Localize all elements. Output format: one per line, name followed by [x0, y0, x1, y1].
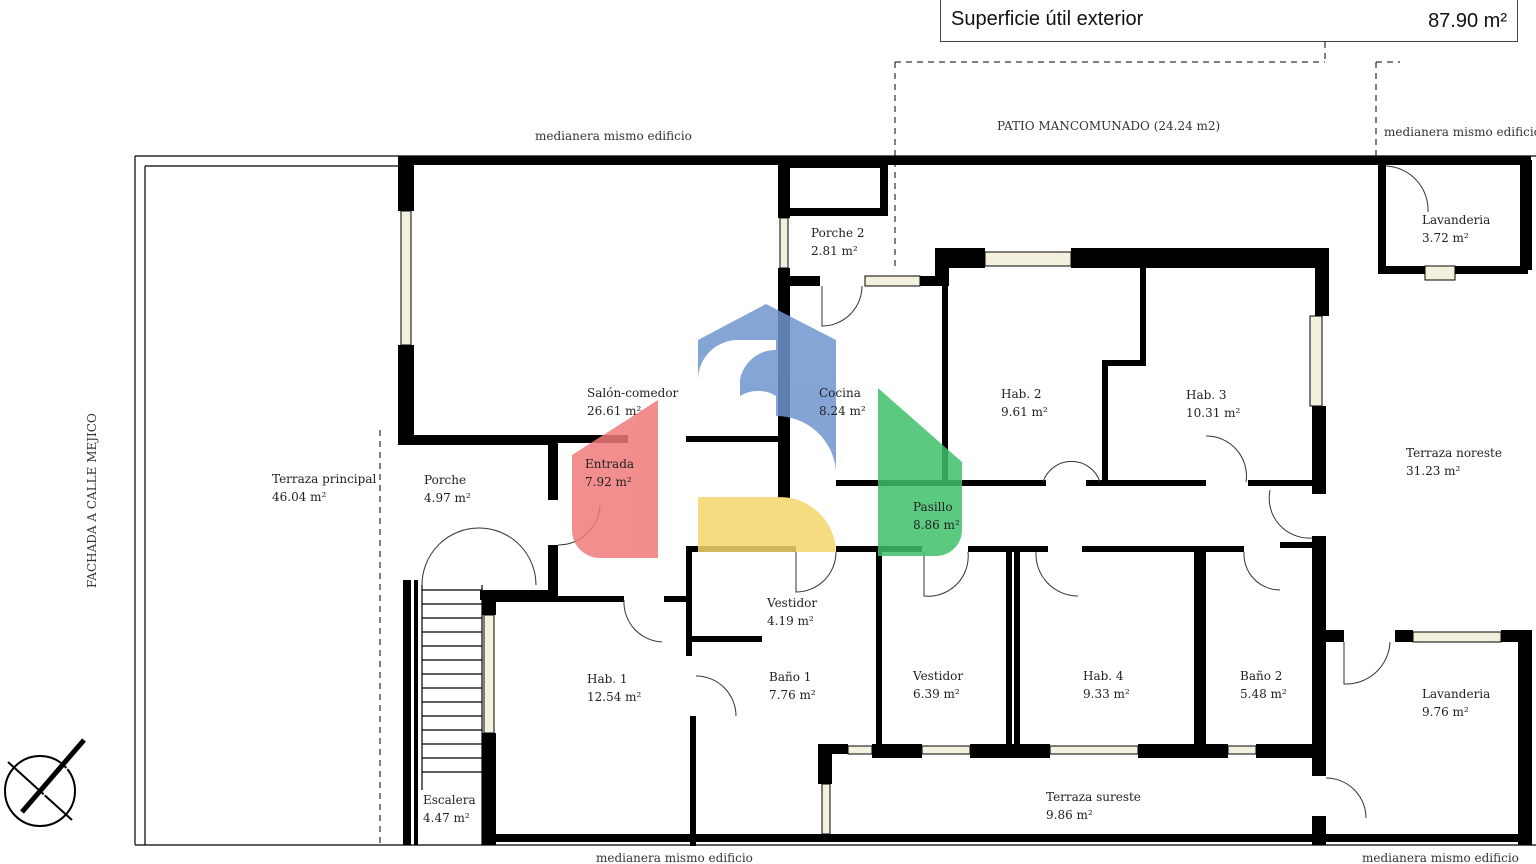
room-bano1-area: 7.76 m²	[769, 688, 816, 702]
room-hab4-area: 9.33 m²	[1083, 687, 1130, 701]
room-entrada-name: Entrada	[585, 457, 634, 471]
room-hab3-area: 10.31 m²	[1186, 406, 1241, 420]
watermark-logo	[572, 304, 962, 558]
room-hab2-area: 9.61 m²	[1001, 405, 1048, 419]
room-bano2-name: Baño 2	[1240, 669, 1282, 683]
room-vestidor2-area: 6.39 m²	[913, 687, 960, 701]
note-fachada: FACHADA A CALLE MEJICO	[85, 413, 99, 588]
summary-box: Superficie útil exterior 87.90 m²	[940, 0, 1518, 42]
logo-yellow-shape	[698, 497, 836, 552]
room-terraza-sureste-name: Terraza sureste	[1046, 790, 1141, 804]
room-hab2-name: Hab. 2	[1001, 387, 1042, 401]
room-entrada-area: 7.92 m²	[585, 475, 632, 489]
room-lavanderia1-area: 3.72 m²	[1422, 231, 1469, 245]
room-bano1-name: Baño 1	[769, 670, 811, 684]
room-porche2-area: 2.81 m²	[811, 244, 858, 258]
room-hab1-area: 12.54 m²	[587, 690, 642, 704]
room-vestidor1-name: Vestidor	[766, 596, 817, 610]
room-porche-name: Porche	[424, 473, 466, 487]
room-salon-name: Salón-comedor	[587, 386, 679, 400]
summary-value: 87.90 m²	[1428, 10, 1507, 32]
room-lavanderia2-area: 9.76 m²	[1422, 705, 1469, 719]
note-medianera-bottom-right: medianera mismo edificio	[1362, 851, 1519, 864]
room-lavanderia1-name: Lavanderia	[1422, 213, 1490, 227]
room-terraza-sureste-area: 9.86 m²	[1046, 808, 1093, 822]
staircase	[421, 527, 537, 845]
room-porche-area: 4.97 m²	[424, 491, 471, 505]
room-vestidor1-area: 4.19 m²	[767, 614, 814, 628]
room-terraza-noreste-area: 31.23 m²	[1406, 464, 1461, 478]
summary-label: Superficie útil exterior	[951, 8, 1144, 30]
compass-icon	[4, 738, 89, 827]
room-hab3-name: Hab. 3	[1186, 388, 1227, 402]
room-hab1-name: Hab. 1	[587, 672, 628, 686]
room-vestidor2-name: Vestidor	[912, 669, 963, 683]
room-terraza-noreste-name: Terraza noreste	[1406, 446, 1502, 460]
logo-blue-shape	[697, 304, 836, 470]
room-salon-area: 26.61 m²	[587, 404, 642, 418]
note-medianera-top-right: medianera mismo edificio	[1384, 125, 1536, 139]
room-cocina-name: Cocina	[819, 386, 861, 400]
room-pasillo-area: 8.86 m²	[913, 518, 960, 532]
room-terraza-principal-area: 46.04 m²	[272, 490, 327, 504]
walls	[398, 156, 1532, 846]
room-escalera-area: 4.47 m²	[423, 811, 470, 825]
room-terraza-principal-name: Terraza principal	[272, 472, 376, 486]
room-porche2-name: Porche 2	[811, 226, 865, 240]
room-bano2-area: 5.48 m²	[1240, 687, 1287, 701]
logo-red-shape	[572, 400, 658, 558]
room-lavanderia2-name: Lavanderia	[1422, 687, 1490, 701]
room-pasillo-name: Pasillo	[913, 500, 953, 514]
room-escalera-name: Escalera	[423, 793, 476, 807]
room-labels: Porche 2 2.81 m² Salón-comedor 26.61 m² …	[272, 213, 1502, 825]
room-hab4-name: Hab. 4	[1083, 669, 1124, 683]
logo-green-shape	[878, 388, 962, 556]
note-medianera-top-left: medianera mismo edificio	[535, 129, 692, 143]
notes: medianera mismo edificio PATIO MANCOMUNA…	[85, 119, 1536, 864]
room-cocina-area: 8.24 m²	[819, 404, 866, 418]
note-medianera-bottom-left: medianera mismo edificio	[596, 851, 753, 864]
note-patio: PATIO MANCOMUNADO (24.24 m2)	[997, 119, 1220, 133]
